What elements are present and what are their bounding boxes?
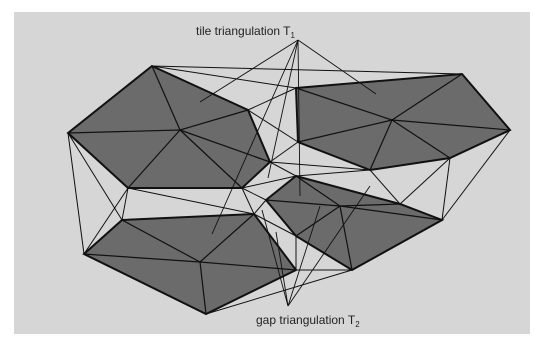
gap-triangulation-label: gap triangulation T2 <box>256 313 360 329</box>
tile-triangulation-label: tile triangulation T1 <box>196 24 296 40</box>
figure-background <box>14 12 530 334</box>
tile-upper-left-edges <box>67 65 271 189</box>
tile-label-leaders <box>199 39 377 235</box>
gap-triangulation-edges <box>67 65 511 315</box>
gap-label-leaders <box>261 185 371 307</box>
tile-lower-left-fill <box>82 212 298 316</box>
tile-lower-left <box>82 212 298 316</box>
tile-lower-left-edges <box>83 213 297 315</box>
tile-upper-right-edges <box>295 73 511 171</box>
tile-lower-middle-edges <box>265 175 443 271</box>
